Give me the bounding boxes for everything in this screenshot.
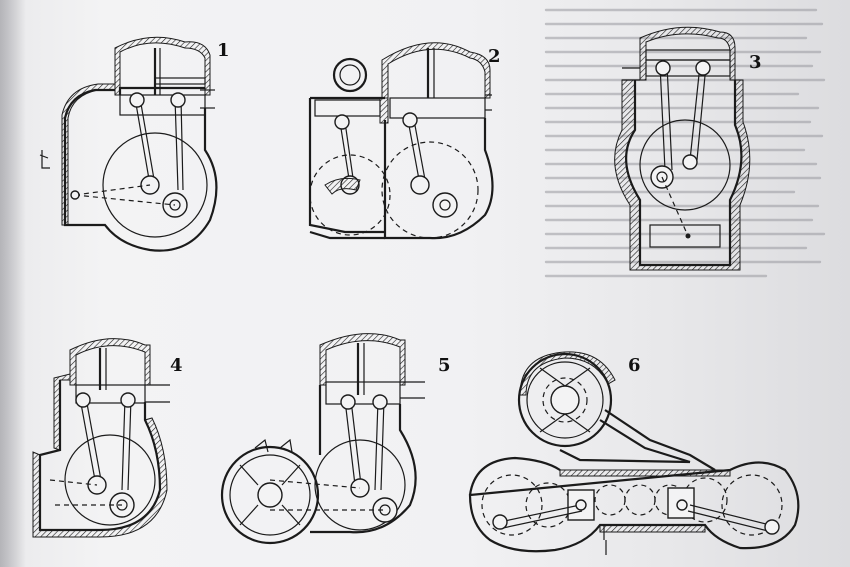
diagram-4-engine: [32, 338, 170, 538]
diagram-2-engine: [308, 42, 494, 240]
diagram-3-engine: [614, 26, 751, 271]
facing-page-text-bleed: [544, 8, 826, 278]
diagram-5-label: 5: [438, 355, 451, 376]
diagram-4-label: 4: [170, 355, 183, 376]
diagram-6-label: 6: [628, 355, 641, 376]
page-gutter-shadow: [0, 0, 26, 567]
diagram-3-label: 3: [749, 52, 762, 73]
diagram-1-engine: [39, 36, 218, 252]
diagram-6-engine: [468, 351, 800, 555]
diagram-2-label: 2: [488, 46, 501, 67]
diagram-1-label: 1: [217, 40, 230, 61]
diagram-5-engine: [220, 333, 425, 545]
